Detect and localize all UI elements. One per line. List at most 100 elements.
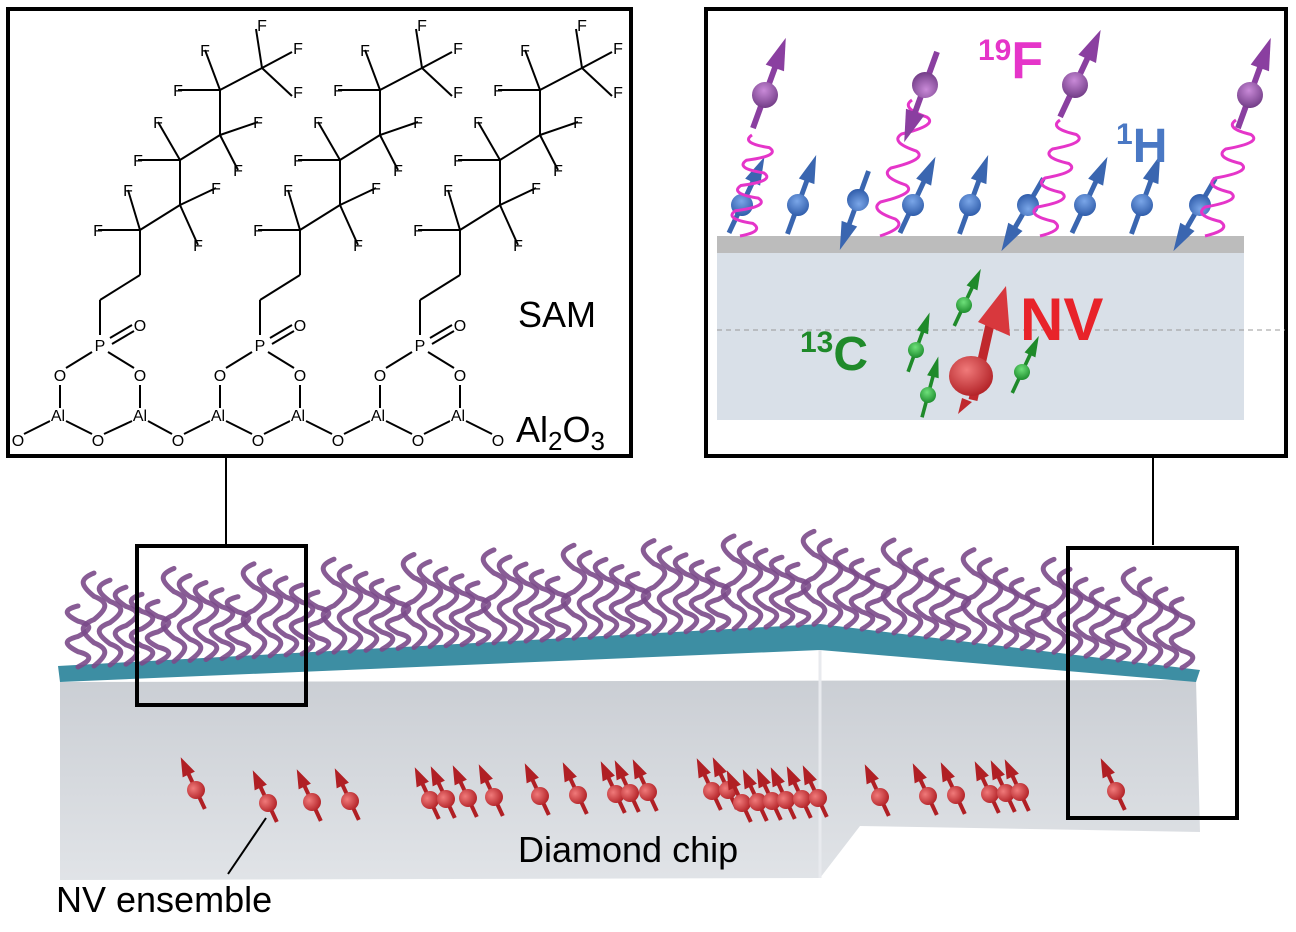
spin-ball [341,792,359,810]
sam-chain [64,603,92,670]
atom-label: O [492,433,504,450]
sam-chain [880,537,908,636]
spin-head [478,764,493,785]
sam-chain [464,580,492,647]
sam-chain [912,557,940,640]
atom-label: F [453,41,463,58]
spin-head [916,156,936,186]
bond [204,49,221,91]
atom-label: F [577,18,587,35]
nv-spin [696,758,723,811]
hydrogen-spin [1129,155,1161,235]
bond [575,28,583,69]
spin-ball [437,790,455,808]
spin-ball [959,194,981,216]
spin-ball [569,786,587,804]
spin-ball [777,791,795,809]
sam-chain [704,566,732,633]
carbon13-spin [906,312,930,373]
atom-label: Al [451,408,465,425]
spin-ball [787,194,809,216]
atom-label: F [93,223,103,240]
bond [287,189,301,231]
fluorine-chain [875,98,932,238]
c13-label: 13C [800,326,868,381]
sam-label: SAM [518,294,596,335]
sam-chain [192,580,220,663]
atom-label: F [493,83,503,100]
sam-chain [784,561,812,628]
atom-label: F [313,115,323,132]
sam-chain [768,554,796,629]
sam-chain [272,575,300,658]
nv-ensemble-spins [180,757,1127,823]
left-zoom-box [135,544,308,707]
ensemble-pointer [227,817,267,875]
spin-ball [749,793,767,811]
nv-spin [756,768,783,821]
bond [107,351,135,369]
bond [465,420,493,435]
sam-chain [992,567,1020,650]
bond [431,330,455,345]
spin-ball [763,792,781,810]
spin-ball [621,784,639,802]
atom-label: F [257,18,267,35]
nv-spin [414,767,441,820]
sam-chain [960,547,988,646]
bond [339,204,359,246]
sam-chain [208,587,236,662]
nv-spin [949,286,1010,414]
bond [419,274,461,301]
bond [581,51,613,69]
atom-label: Al [133,408,147,425]
atom-label: F [253,115,263,132]
sam-chain [288,582,316,657]
spin-ball [639,783,657,801]
diamond-chip [58,528,1200,880]
bond [271,330,295,345]
sam-chain [864,567,892,634]
spin-ball [187,781,205,799]
carbon13-spins [906,268,1039,418]
nv-spin [334,768,361,821]
atom-label: Al [51,408,65,425]
sam-chain [96,577,124,668]
bond [299,204,341,231]
bond [219,67,263,91]
spin-ball [1011,783,1029,801]
spin-head [839,220,858,250]
bond [499,134,541,161]
spin-ball [981,785,999,803]
spin-ball [303,793,321,811]
nv-spin [786,766,813,819]
fluorine-spin [904,50,940,143]
spin-ball [912,72,938,98]
spin-head [940,762,955,783]
spin-ball [259,794,277,812]
atom-label: F [211,181,221,198]
sam-chain [800,528,828,627]
spin-ball [531,787,549,805]
bond [499,204,519,246]
nv-spin [562,762,589,815]
sam-chain [544,575,572,642]
spin-head [334,768,349,789]
atom-label: F [360,43,370,60]
bond [539,121,579,136]
atom-label: Al [211,408,225,425]
hydrogen-spin [785,155,817,235]
chip-label: Diamond chip [518,829,738,870]
bond [111,330,135,345]
atom-label: O [54,368,66,385]
spin-ball [752,82,778,108]
sam-chain [1088,586,1116,661]
sam-chain [112,584,140,667]
atom-label: O [412,433,424,450]
spin-ball [733,794,751,812]
sam-chain [944,577,972,644]
diamond-substrate [717,252,1244,420]
spin-ball [919,787,937,805]
sam-chain [224,594,252,661]
